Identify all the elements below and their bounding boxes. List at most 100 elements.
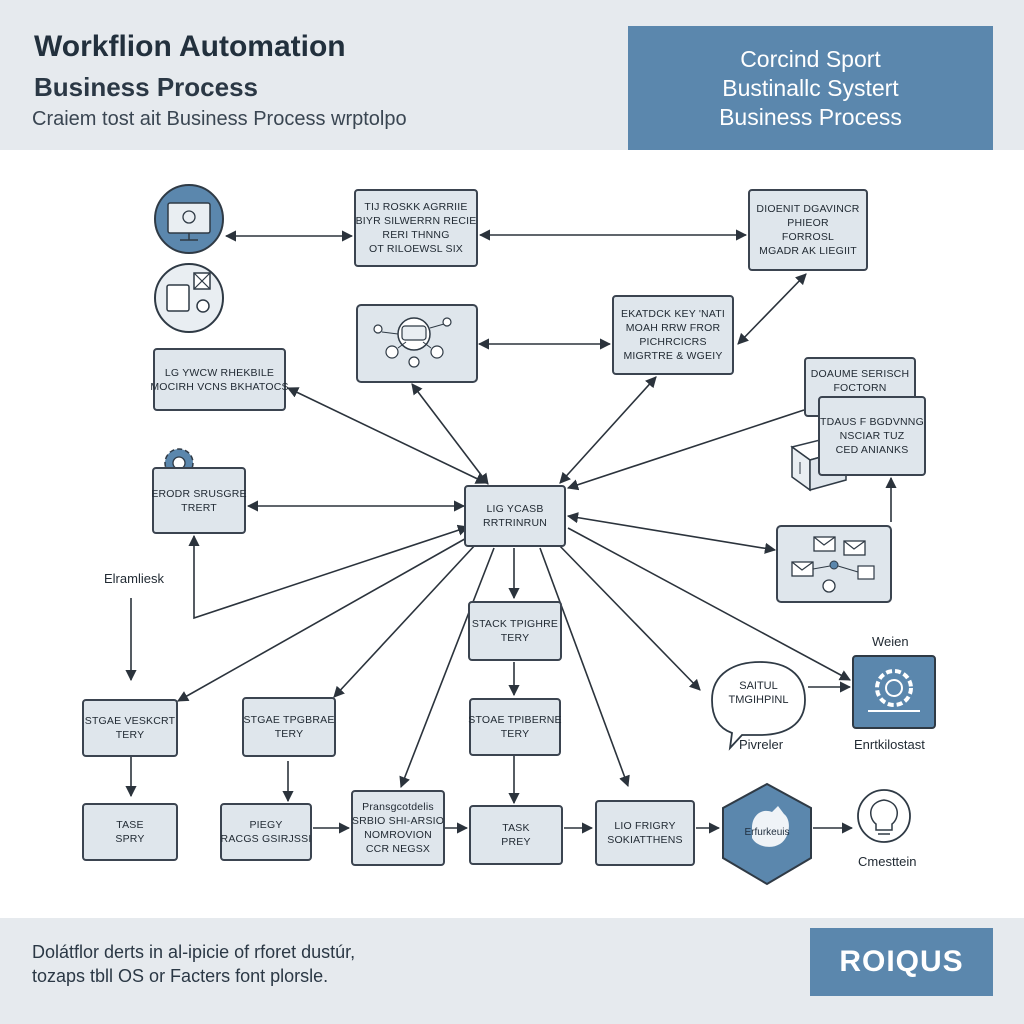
footer-line: Dolátflor derts in al-ipicie of rforet d… <box>32 942 356 962</box>
node-text: TIJ ROSKK AGRRIIE <box>364 201 468 213</box>
process-node[interactable]: TDAUS F BGDVNNG NSCIAR TUZ CED ANIANKS <box>818 396 926 476</box>
page-caption: Craiem tost ait Business Process wrptolp… <box>32 108 407 130</box>
node-text: MOAH RRW FROR <box>625 322 721 334</box>
node-text: MOCIRH VCNS BKHATOCS <box>150 380 289 393</box>
process-node[interactable]: EKATDCK KEY 'NATI MOAH RRW FROR PICHRCIC… <box>612 295 734 375</box>
speech-line: SAITUL <box>739 680 778 692</box>
header-panel-line: Bustinallc Systert <box>722 74 899 101</box>
connector <box>399 547 495 789</box>
node-text: TERY <box>274 728 304 740</box>
node-text: OT RILOEWSL SIX <box>368 243 464 255</box>
connector <box>177 535 471 702</box>
node-text: DOAUME SERISCH <box>810 368 910 380</box>
connector <box>559 376 657 484</box>
node-text: ERODR SRUSGRE <box>151 487 247 500</box>
connector <box>539 547 630 788</box>
node-text: TASE <box>116 819 144 831</box>
footer-badge[interactable]: ROIQUS <box>810 928 993 996</box>
task-node[interactable]: PIEGY RACGS GSIRJSSI <box>220 803 312 861</box>
hexagon-process-icon <box>722 782 812 886</box>
speech-bubble-icon <box>711 661 806 751</box>
connector <box>566 512 777 554</box>
node-text: BIYR SILWERRN RECIE <box>355 215 477 227</box>
node-text: CCR NEGSX <box>365 843 431 855</box>
page-title: Workflion Automation <box>34 30 346 63</box>
node-text: STGAE VESKCRT <box>84 715 176 727</box>
stage-node[interactable]: STGAE TPGBRAE TERY <box>242 697 336 757</box>
process-node[interactable]: ERODR SRUSGRE TRERT <box>151 467 247 534</box>
stage-node[interactable]: STACK TPIGHRE TERY <box>468 601 562 661</box>
node-text: TERY <box>500 728 530 740</box>
node-text: SRBIO SHI-ARSIO <box>351 815 445 827</box>
node-text: STGAE TPGBRAE <box>243 714 335 726</box>
email-network-icon <box>776 525 892 603</box>
node-text: EKATDCK KEY 'NATI <box>620 308 725 320</box>
preview-label: Pivreler <box>739 737 784 752</box>
footer-text: Dolátflor derts in al-ipicie of rforet d… <box>32 940 355 988</box>
node-text: RRTRINRUN <box>482 517 548 529</box>
connector <box>737 273 807 345</box>
node-text: CED ANIANKS <box>835 444 909 456</box>
process-node[interactable]: TIJ ROSKK AGRRIIE BIYR SILWERRN RECIE RE… <box>354 189 478 267</box>
monitor-icon <box>154 184 224 254</box>
node-text: FOCTORN <box>833 382 887 394</box>
page-subtitle: Business Process <box>34 72 259 102</box>
network-robot-icon <box>356 304 478 383</box>
gear-bottom-label: Enrtkilostast <box>854 737 925 752</box>
devices-icon <box>154 263 224 333</box>
node-text: STOAE TPIBERNE <box>468 714 562 726</box>
speech-bubble-text: SAITUL TMGIHPINL <box>712 679 805 707</box>
node-text: LIG YCASB <box>486 503 544 515</box>
header-panel-line: Corcind Sport <box>740 45 881 72</box>
node-text: MGADR AK LIEGIIT <box>759 245 857 257</box>
side-label: Elramliesk <box>104 571 164 586</box>
node-text: NSCIAR TUZ <box>839 430 905 442</box>
footer-line: tozaps tbll OS or Facters font plorsle. <box>32 966 329 986</box>
speech-line: TMGIHPINL <box>728 694 789 706</box>
task-node[interactable]: TASK PREY <box>469 805 563 865</box>
node-text: RACGS GSIRJSSI <box>220 833 312 845</box>
node-text: MIGRTRE & WGEIY <box>623 350 723 362</box>
header-info-panel: Corcind Sport Bustinallc Systert Busines… <box>628 26 993 150</box>
node-text: SPRY <box>115 833 145 845</box>
process-node[interactable]: DIOENIT DGAVINCR PHIEOR FORROSL MGADR AK… <box>748 189 868 271</box>
lightbulb-label: Cmesttein <box>858 854 917 869</box>
node-text: PHIEOR <box>787 217 829 229</box>
node-text: SOKIATTHENS <box>607 834 683 846</box>
connector <box>566 409 805 491</box>
connector <box>333 543 477 698</box>
node-text: DIOENIT DGAVINCR <box>756 203 860 215</box>
node-text: PICHRCICRS <box>639 336 707 348</box>
connector <box>286 387 488 484</box>
node-text: PIEGY <box>249 819 283 831</box>
node-text: LG YWCW RHEKBILE <box>164 366 275 379</box>
node-text: TERY <box>115 729 145 741</box>
connector <box>555 541 701 691</box>
node-text: NOMROVION <box>364 829 432 841</box>
header-panel-line: Business Process <box>719 103 902 130</box>
connector <box>567 527 851 681</box>
node-text: TASK <box>502 822 530 834</box>
node-text: STACK TPIGHRE <box>471 618 559 630</box>
node-text: Pransgcotdelis <box>362 801 434 813</box>
gear-top-label: Weien <box>872 634 909 649</box>
node-text: TERY <box>500 632 530 644</box>
task-node[interactable]: Pransgcotdelis SRBIO SHI-ARSIO NOMROVION… <box>351 790 445 866</box>
node-text: RERI THNNG <box>382 229 450 241</box>
task-node[interactable]: TASE SPRY <box>82 803 178 861</box>
node-text: TRERT <box>181 501 217 514</box>
central-hub-node[interactable]: LIG YCASB RRTRINRUN <box>464 485 566 547</box>
connector <box>411 383 489 485</box>
task-node[interactable]: LIO FRIGRY SOKIATTHENS <box>595 800 695 866</box>
lightbulb-icon <box>857 789 911 843</box>
node-text: LIO FRIGRY <box>614 820 676 832</box>
stage-node[interactable]: STGAE VESKCRT TERY <box>82 699 178 757</box>
node-text: FORROSL <box>781 231 835 243</box>
stage-node[interactable]: STOAE TPIBERNE TERY <box>468 698 562 756</box>
gear-settings-icon <box>852 655 936 729</box>
hexagon-label: Erfurkeuis <box>744 827 790 838</box>
connector <box>188 524 470 620</box>
process-node[interactable]: LG YWCW RHEKBILE MOCIRH VCNS BKHATOCS <box>150 348 289 411</box>
node-text: TDAUS F BGDVNNG <box>820 416 924 428</box>
